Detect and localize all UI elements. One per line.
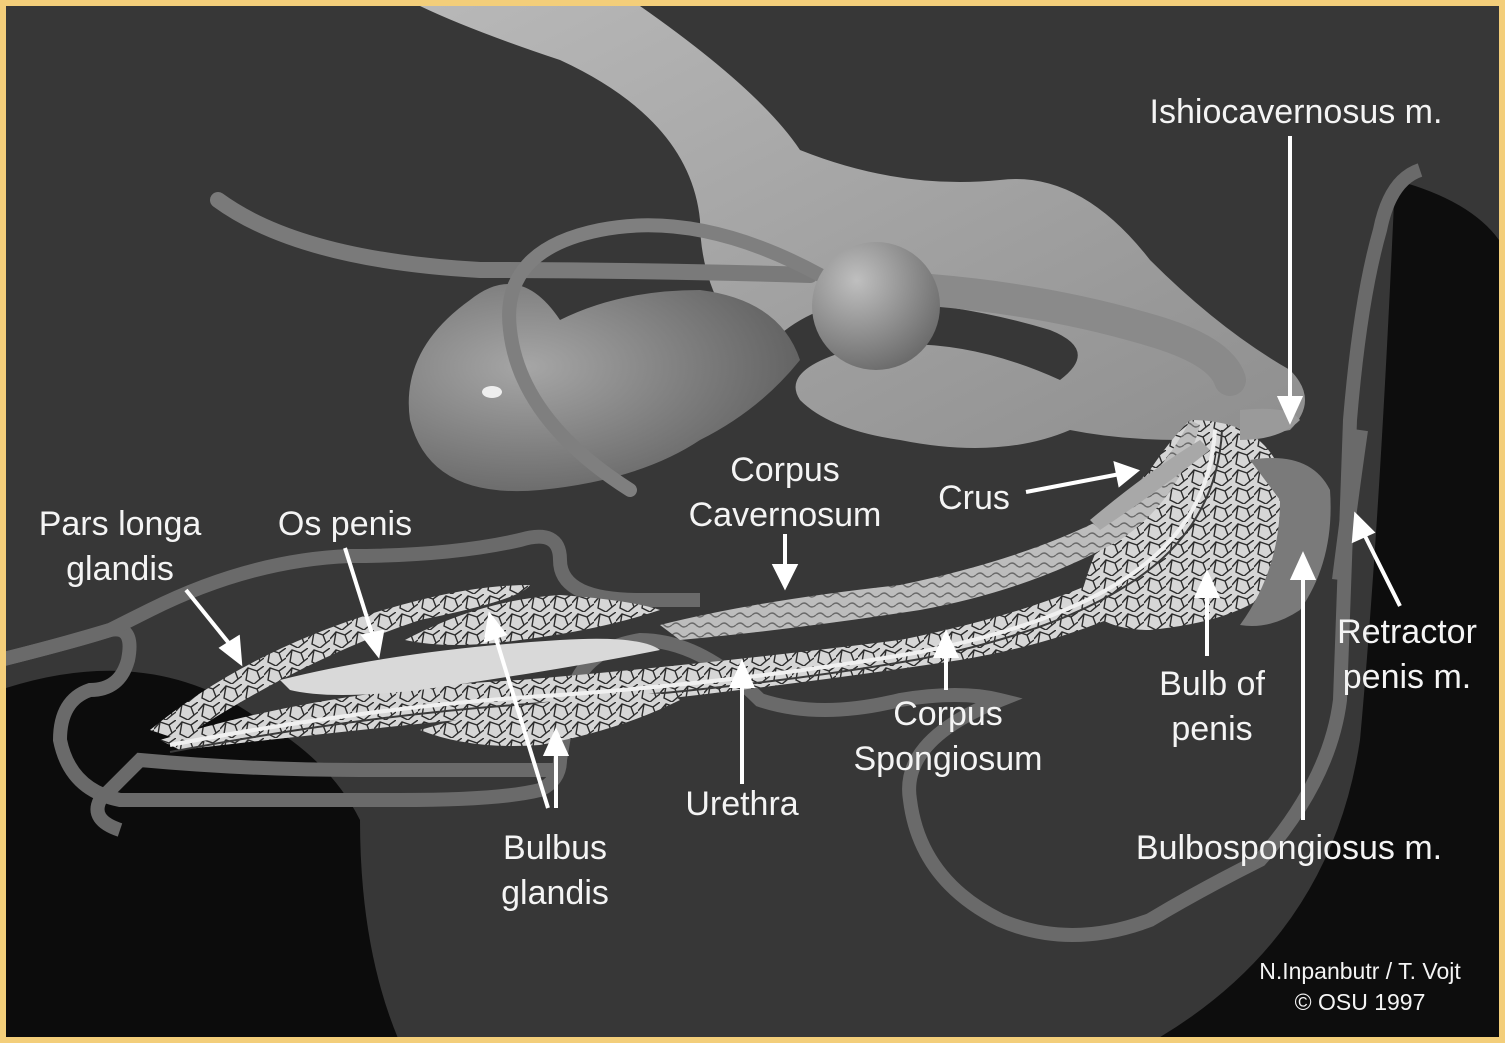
label-urethra: Urethra — [662, 782, 822, 827]
label-ishiocavernosus: Ishiocavernosus m. — [1126, 90, 1466, 135]
prostate-gland — [812, 242, 940, 370]
label-bulbus-glandis: Bulbus glandis — [480, 826, 630, 916]
credit-block: N.Inpanbutr / T. Vojt © OSU 1997 — [1230, 956, 1490, 1018]
diagram-canvas: Pars longa glandis Os penis Corpus Caver… — [6, 6, 1499, 1037]
label-crus: Crus — [924, 476, 1024, 521]
label-retractor-penis: Retractor penis m. — [1322, 610, 1492, 700]
label-os-penis: Os penis — [260, 502, 430, 547]
label-pars-longa-glandis: Pars longa glandis — [20, 502, 220, 592]
label-corpus-spongiosum: Corpus Spongiosum — [828, 692, 1068, 782]
label-bulbospongiosus: Bulbospongiosus m. — [1114, 826, 1464, 871]
credit-copyright: © OSU 1997 — [1230, 987, 1490, 1018]
label-bulb-of-penis: Bulb of penis — [1142, 662, 1282, 752]
label-corpus-cavernosum: Corpus Cavernosum — [670, 448, 900, 538]
credit-authors: N.Inpanbutr / T. Vojt — [1230, 956, 1490, 987]
